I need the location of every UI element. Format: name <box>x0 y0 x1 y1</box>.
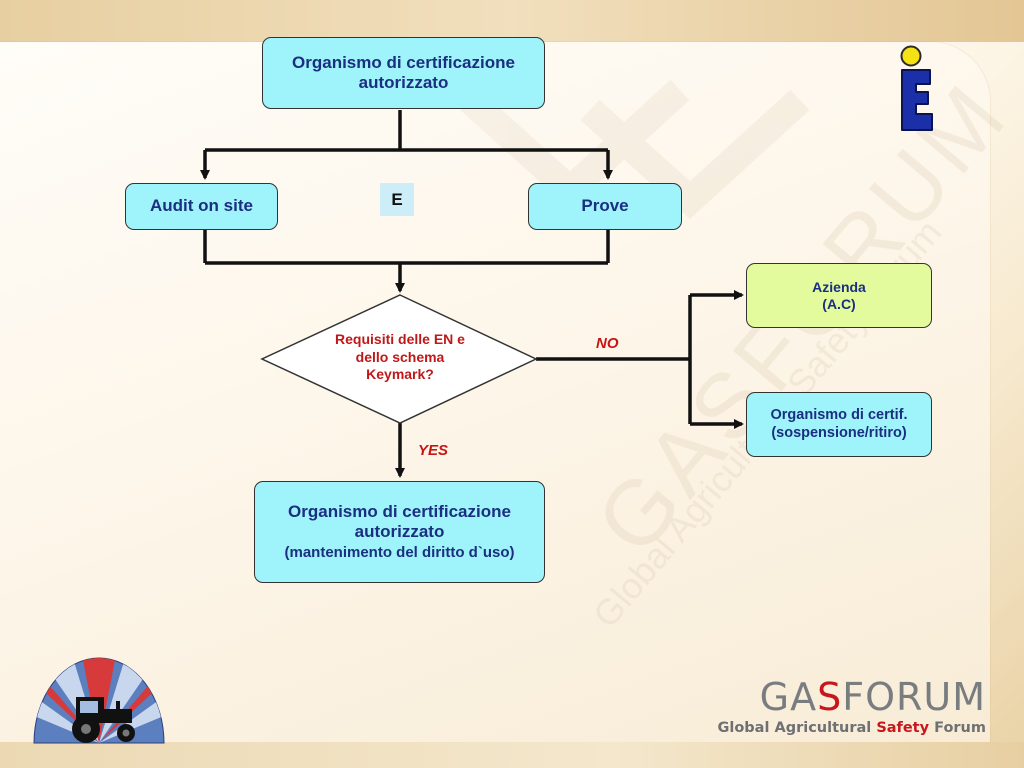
brand-wordmark-part3: FORUM <box>842 675 986 719</box>
node-organismo-certif-line1: Organismo di certif. <box>770 407 908 424</box>
node-prove: Prove <box>528 183 682 230</box>
node-azienda-line1: Azienda <box>812 278 866 295</box>
bottom-band <box>0 742 1024 768</box>
node-certification-body-maintenance: Organismo di certificazione autorizzato … <box>254 481 545 583</box>
decision-text-line1: Requisiti delle EN e <box>335 331 465 347</box>
gasforum-brand: GASFORUM Global Agricultural Safety Foru… <box>717 678 986 736</box>
node-certification-body: Organismo di certificazione autorizzato <box>262 37 545 109</box>
node-organismo-certif-line2: (sospensione/ritiro) <box>771 424 907 441</box>
e-badge: E <box>380 183 414 216</box>
brand-tagline-part2: Safety <box>876 720 930 736</box>
node-organismo-certif: Organismo di certif. (sospensione/ritiro… <box>746 392 932 457</box>
node-maintenance-line1: Organismo di certificazione <box>288 501 511 521</box>
node-prove-label: Prove <box>581 196 629 216</box>
node-maintenance-line3: (mantenimento del diritto d`uso) <box>284 544 515 562</box>
node-certification-body-line1: Organismo di certificazione <box>292 52 515 72</box>
node-audit-on-site: Audit on site <box>125 183 278 230</box>
node-azienda-line2: (A.C) <box>822 295 856 312</box>
brand-tagline-part1: Global Agricultural <box>717 720 877 736</box>
top-band <box>0 0 1024 42</box>
tractor-emblem-icon <box>33 657 165 744</box>
brand-wordmark-part1: GA <box>759 675 818 719</box>
decision-text-line2: dello schema <box>355 348 445 365</box>
keymark-logo-icon <box>900 45 933 131</box>
brand-tagline-part3: Forum <box>929 720 986 736</box>
decision-text-line3: Keymark? <box>366 366 434 382</box>
node-azienda: Azienda (A.C) <box>746 263 932 328</box>
decision-text: Requisiti delle EN e dello schema Keymar… <box>300 331 500 384</box>
node-maintenance-line2: autorizzato <box>354 522 445 541</box>
node-certification-body-line2: autorizzato <box>358 73 449 92</box>
brand-wordmark: GASFORUM <box>717 678 986 716</box>
label-no: NO <box>596 335 619 352</box>
label-yes: YES <box>418 442 449 459</box>
node-audit-on-site-label: Audit on site <box>150 196 253 216</box>
brand-tagline: Global Agricultural Safety Forum <box>717 720 986 736</box>
brand-wordmark-part2: S <box>817 675 843 719</box>
decision-diamond <box>260 294 538 424</box>
